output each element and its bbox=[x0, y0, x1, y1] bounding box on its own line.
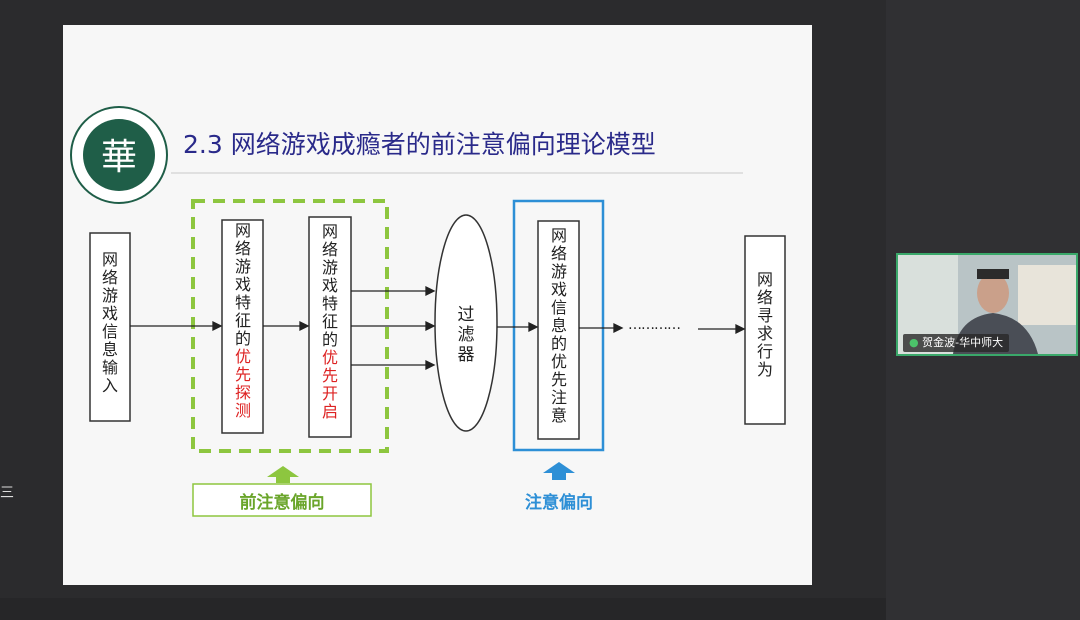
flow-arrows bbox=[130, 285, 746, 371]
open-text-black: 网络游戏特征的 bbox=[321, 222, 338, 349]
blue-up-arrow bbox=[543, 462, 575, 480]
priority-attention-text: 网络游戏信息的优先注意 bbox=[550, 226, 567, 425]
input-box bbox=[89, 232, 131, 422]
priority-attention-box bbox=[537, 220, 580, 440]
attention-region bbox=[512, 199, 605, 452]
participant-name: 贺金波-华中师大 bbox=[922, 336, 1004, 349]
open-box bbox=[308, 216, 352, 438]
slide-title: 2.3 网络游戏成瘾者的前注意偏向理论模型 bbox=[183, 130, 656, 159]
open-box-text: 网络游戏特征的优先开启 bbox=[318, 223, 342, 421]
filter-text: 过滤器 bbox=[457, 305, 475, 365]
participant-name-tag: ● 贺金波-华中师大 bbox=[903, 334, 1010, 352]
detect-box-text: 网络游戏特征的优先探测 bbox=[231, 222, 255, 420]
presentation-slide: 華 2.3 网络游戏成瘾者的前注意偏 bbox=[63, 25, 812, 585]
detect-box bbox=[221, 219, 264, 434]
svg-text:華: 華 bbox=[101, 137, 137, 178]
ellipsis-dots: ………… bbox=[628, 317, 681, 333]
filter-ellipse bbox=[434, 214, 498, 432]
green-up-arrow bbox=[267, 466, 299, 483]
detect-text-black: 网络游戏特征的 bbox=[234, 221, 251, 348]
slide-diagram: 華 bbox=[70, 106, 786, 517]
bottom-toolbar bbox=[0, 598, 886, 620]
input-box-text: 网络游戏信息输入 bbox=[101, 250, 118, 395]
behavior-text: 网络寻求行为 bbox=[756, 270, 773, 379]
university-logo: 華 bbox=[70, 106, 168, 204]
open-text-red: 优先开启 bbox=[321, 348, 338, 421]
microphone-icon: ● bbox=[909, 336, 919, 349]
preattention-label: 前注意偏向 bbox=[239, 493, 325, 513]
left-edge-partial-text: 三 bbox=[0, 485, 14, 501]
attention-label: 注意偏向 bbox=[525, 493, 593, 513]
behavior-box bbox=[744, 235, 786, 425]
preattention-label-box bbox=[192, 483, 372, 517]
detect-text-red: 优先探测 bbox=[234, 347, 251, 420]
